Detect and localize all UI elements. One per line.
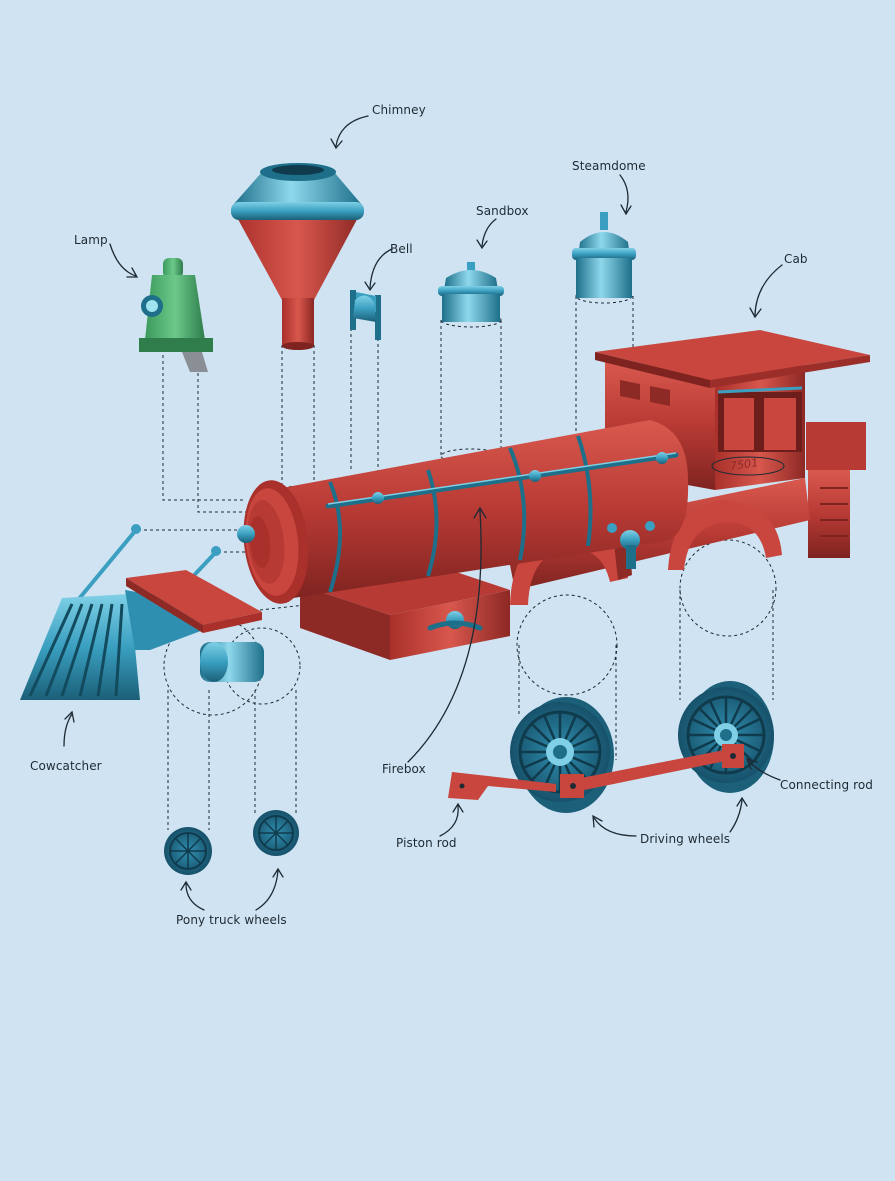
label-piston-rod: Piston rod bbox=[396, 836, 457, 850]
guide-lines bbox=[138, 288, 777, 830]
label-cowcatcher: Cowcatcher bbox=[30, 759, 102, 773]
label-firebox: Firebox bbox=[382, 762, 426, 776]
label-arrows bbox=[63, 115, 783, 911]
pony-truck-wheels-part bbox=[164, 810, 299, 875]
label-connecting-rod: Connecting rod bbox=[780, 778, 874, 792]
lamp-part bbox=[139, 258, 213, 372]
bell-part bbox=[350, 290, 381, 340]
sandbox-part bbox=[438, 262, 504, 322]
label-chimney: Chimney bbox=[372, 103, 426, 117]
driving-wheels-part bbox=[448, 681, 774, 813]
label-pony-truck-wheels: Pony truck wheels bbox=[176, 913, 287, 927]
label-driving-wheels: Driving wheels bbox=[640, 832, 731, 846]
label-cab: Cab bbox=[784, 252, 808, 266]
steamdome-part bbox=[572, 212, 636, 298]
cowcatcher-part bbox=[20, 524, 264, 700]
label-sandbox: Sandbox bbox=[476, 204, 529, 218]
boiler-part bbox=[237, 420, 689, 604]
label-bell: Bell bbox=[390, 242, 413, 256]
label-steamdome: Steamdome bbox=[572, 159, 646, 173]
label-lamp: Lamp bbox=[74, 233, 108, 247]
chimney-part bbox=[231, 163, 364, 350]
